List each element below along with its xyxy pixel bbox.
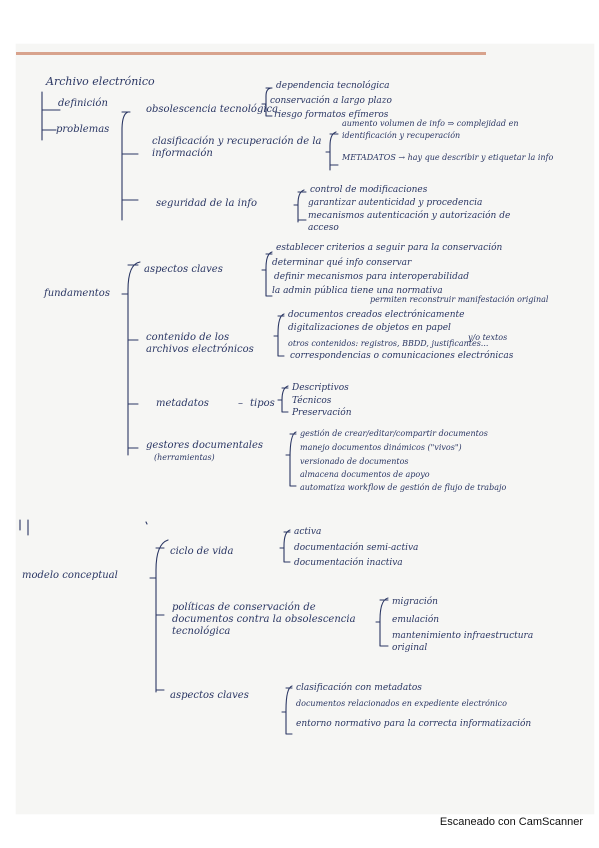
list-item: Técnicos xyxy=(292,396,332,406)
scanned-page xyxy=(16,44,594,814)
section-problemas: problemas xyxy=(56,124,110,135)
fundamento-aspectos-claves: aspectos claves xyxy=(144,264,223,275)
list-item: documentación semi-activa xyxy=(294,543,419,553)
fundamento-contenido: contenido de los archivos electrónicos xyxy=(146,332,254,355)
list-item: almacena documentos de apoyo xyxy=(300,470,430,479)
metadatos-connector: – xyxy=(238,398,243,409)
list-item: conservación a largo plazo xyxy=(270,96,392,106)
list-item: documentación inactiva xyxy=(294,558,403,568)
list-item: Descriptivos xyxy=(292,383,349,393)
list-item: otros contenidos: registros, BBDD, justi… xyxy=(288,339,489,348)
annotation-note: y/o textos xyxy=(468,333,508,342)
list-item: correspondencias o comunicaciones electr… xyxy=(290,351,514,361)
list-item: mantenimiento infraestructura original xyxy=(392,631,534,653)
annotation-note: permiten reconstruir manifestación origi… xyxy=(370,295,549,304)
list-item: garantizar autenticidad y procedencia xyxy=(308,198,483,208)
list-item: activa xyxy=(294,527,322,537)
list-item: migración xyxy=(392,597,438,607)
list-item: establecer criterios a seguir para la co… xyxy=(276,243,503,253)
list-item: emulación xyxy=(392,615,440,625)
section-definicion: definición xyxy=(58,98,108,109)
gestores-sublabel: (herramientas) xyxy=(154,453,215,462)
list-item: digitalizaciones de objetos en papel xyxy=(288,323,451,333)
list-item: documentos relacionados en expediente el… xyxy=(296,699,507,708)
list-item: riesgo formatos efímeros xyxy=(274,110,389,120)
list-item: dependencia tecnológica xyxy=(276,81,390,91)
list-item: Preservación xyxy=(292,408,352,418)
modelo-politicas: políticas de conservación de documentos … xyxy=(172,602,356,637)
list-item: documentos creados electrónicamente xyxy=(288,310,465,320)
fundamento-metadatos: metadatos xyxy=(156,398,209,409)
list-item: manejo documentos dinámicos ("vivos") xyxy=(300,443,462,452)
list-item: METADATOS → hay que describir y etiqueta… xyxy=(342,153,554,162)
scanner-watermark: Escaneado con CamScanner xyxy=(439,816,583,828)
list-item: determinar qué info conservar xyxy=(272,258,412,268)
list-item: automatiza workflow de gestión de flujo … xyxy=(300,483,507,492)
list-item: definir mecanismos para interoperabilida… xyxy=(274,272,469,282)
fundamento-gestores: gestores documentales xyxy=(146,440,264,451)
list-item: clasificación con metadatos xyxy=(296,683,422,693)
page-title: Archivo electrónico xyxy=(46,75,155,88)
section-modelo-conceptual: modelo conceptual xyxy=(22,570,118,581)
list-item: entorno normativo para la correcta infor… xyxy=(296,719,532,729)
list-item: la admin pública tiene una normativa xyxy=(272,286,443,296)
list-item: mecanismos autenticación y autorización … xyxy=(308,211,511,233)
modelo-ciclo-de-vida: ciclo de vida xyxy=(170,546,234,557)
list-item: control de modificaciones xyxy=(310,185,428,195)
problem-seguridad: seguridad de la info xyxy=(156,198,258,209)
list-item: gestión de crear/editar/compartir docume… xyxy=(300,429,488,438)
metadatos-tipos: tipos xyxy=(250,398,275,409)
list-item: aumento volumen de info ⇒ complejidad en… xyxy=(342,119,519,140)
problem-obsolescencia: obsolescencia tecnológica xyxy=(146,104,279,115)
problem-clasificacion: clasificación y recuperación de la infor… xyxy=(152,136,322,159)
section-fundamentos: fundamentos xyxy=(44,288,110,299)
modelo-aspectos-claves: aspectos claves xyxy=(170,690,249,701)
list-item: versionado de documentos xyxy=(300,457,409,466)
page-edge-shadow xyxy=(16,52,486,55)
